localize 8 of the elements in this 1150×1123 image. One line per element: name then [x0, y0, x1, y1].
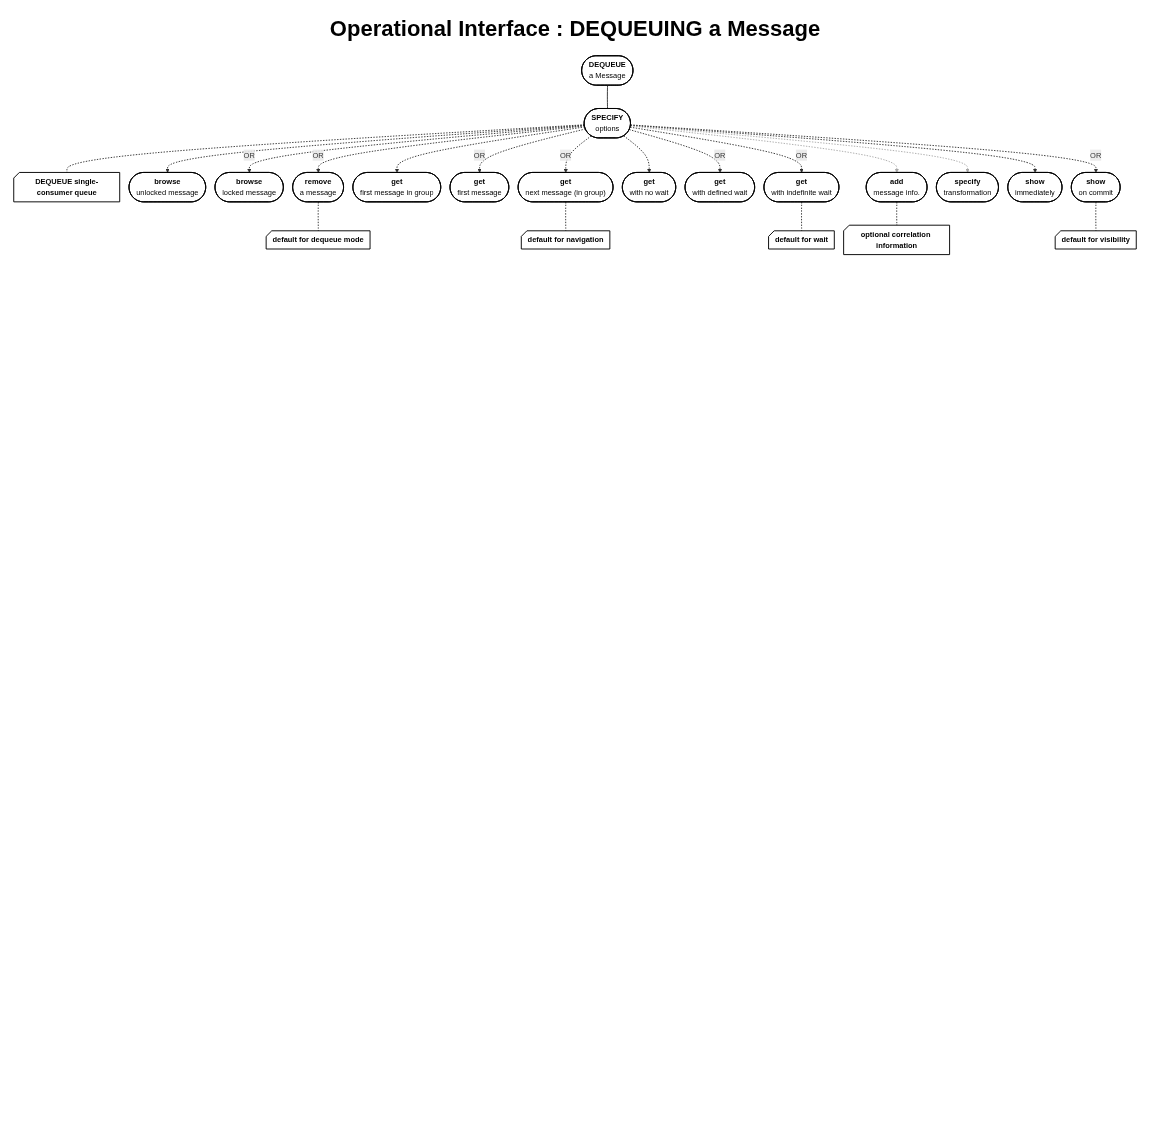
connector	[66, 124, 585, 174]
connector	[606, 84, 608, 110]
connector	[1095, 201, 1097, 232]
connector	[565, 201, 567, 232]
diagram-title: Operational Interface : DEQUEUING a Message	[329, 16, 821, 42]
connector	[317, 201, 319, 232]
connector	[801, 201, 803, 232]
connector	[896, 201, 898, 226]
